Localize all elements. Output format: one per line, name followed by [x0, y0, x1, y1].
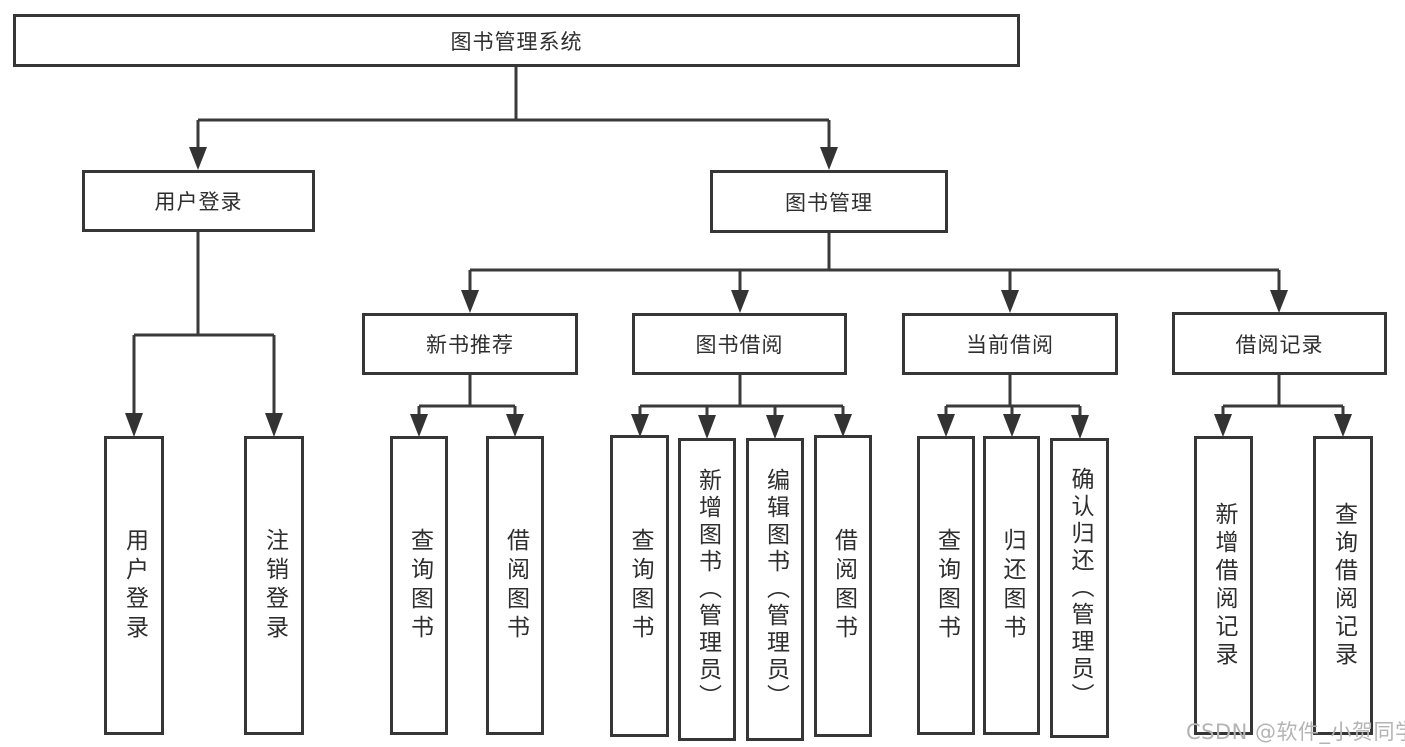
leaf-query-borrow-record: 查询借阅记录 — [1313, 436, 1373, 735]
leaf-return-books: 归还图书 — [983, 436, 1040, 735]
leaf-confirm-return-admin: 确认归还（管理员） — [1050, 438, 1109, 738]
leaf-query-books-recommend: 查询图书 — [390, 436, 448, 735]
leaf-logout: 注销登录 — [244, 436, 304, 735]
node-system-root: 图书管理系统 — [13, 14, 1020, 67]
node-book-management: 图书管理 — [710, 170, 948, 233]
node-book-borrowing: 图书借阅 — [632, 313, 847, 375]
leaf-borrow-books-recommend: 借阅图书 — [486, 436, 544, 735]
leaf-borrow-books-borrowing: 借阅图书 — [814, 435, 872, 737]
node-borrowing-records: 借阅记录 — [1172, 312, 1387, 375]
leaf-query-books-current: 查询图书 — [917, 436, 975, 735]
node-user-login: 用户登录 — [82, 170, 315, 232]
leaf-add-borrow-record: 新增借阅记录 — [1194, 436, 1253, 735]
node-new-book-recommend: 新书推荐 — [362, 313, 578, 375]
node-current-borrowing: 当前借阅 — [902, 313, 1118, 375]
leaf-user-login: 用户登录 — [104, 436, 164, 735]
leaf-edit-books-admin: 编辑图书（管理员） — [746, 438, 804, 741]
csdn-watermark: CSDN @软件_小贺同学 — [1186, 720, 1405, 744]
leaf-query-books-borrowing: 查询图书 — [610, 435, 669, 737]
leaf-add-books-admin: 新增图书（管理员） — [678, 438, 736, 741]
